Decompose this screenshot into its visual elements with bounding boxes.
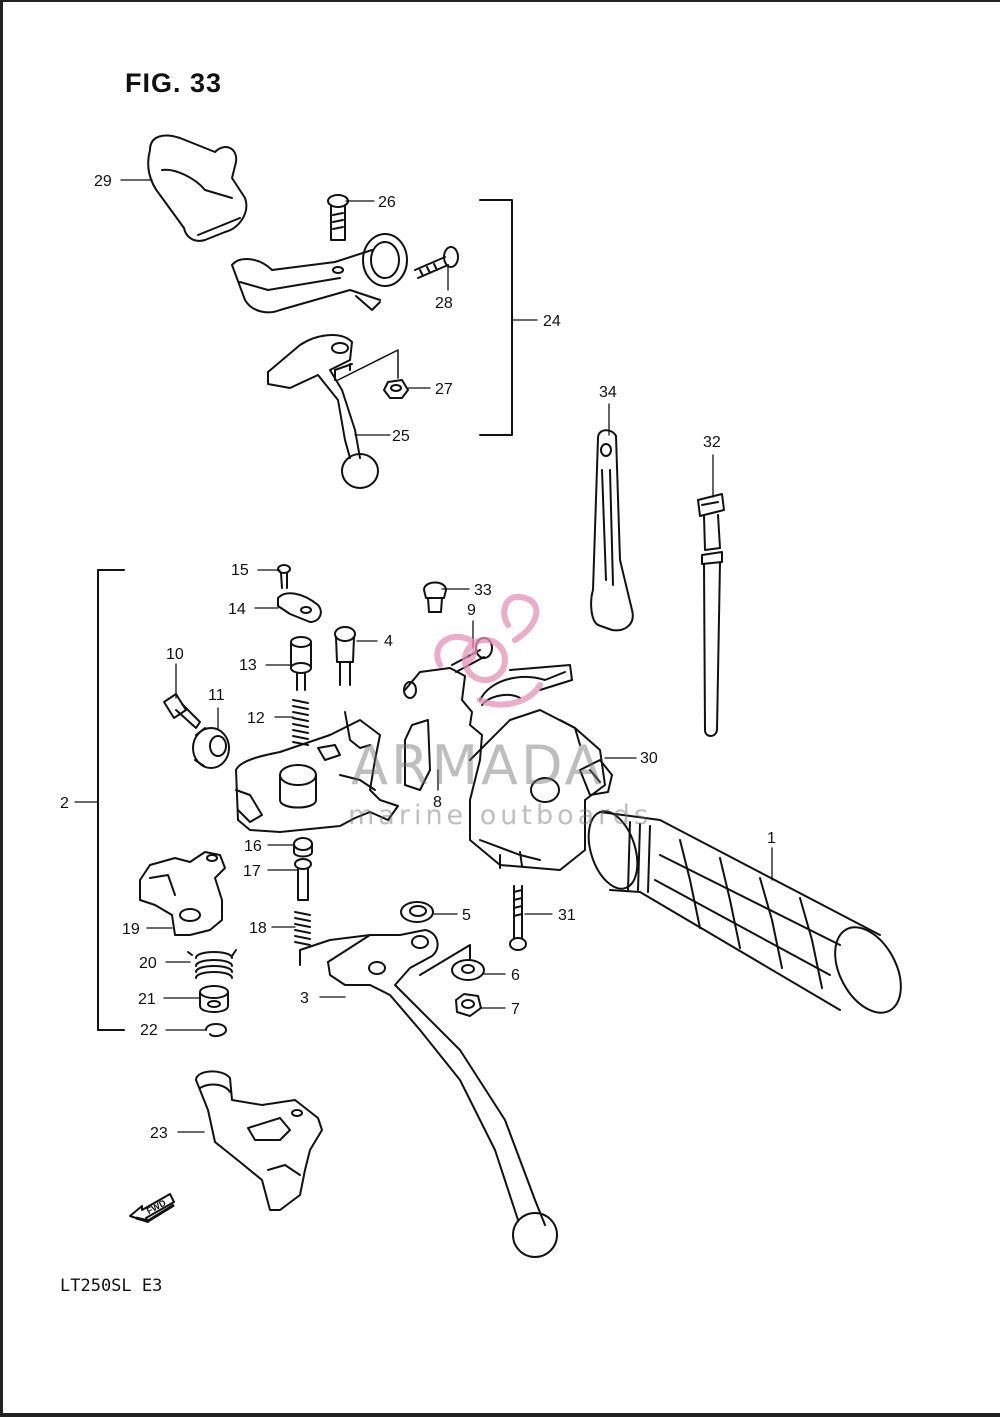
part-4-bolt xyxy=(334,626,356,686)
callout-2: 2 xyxy=(60,795,69,812)
callout-16: 16 xyxy=(244,838,262,855)
figure-title: FIG. 33 xyxy=(125,68,223,98)
part-1-grip xyxy=(587,810,902,1014)
callout-13: 13 xyxy=(239,657,257,674)
part-30-collar xyxy=(579,759,613,796)
part-28-bolt xyxy=(414,246,459,279)
part-12-spring xyxy=(292,699,309,746)
callout-5: 5 xyxy=(462,907,471,924)
callout-29: 29 xyxy=(94,173,112,190)
part-17-pin xyxy=(294,858,312,901)
leader-lines xyxy=(74,179,773,1133)
part-34-strap xyxy=(590,429,634,632)
part-3-lever xyxy=(299,929,558,1258)
callout-11: 11 xyxy=(208,687,225,704)
callout-20: 20 xyxy=(139,955,157,972)
part-10-adjuster xyxy=(163,693,201,729)
part-21-bushing xyxy=(199,985,229,1013)
page-border-bottom xyxy=(0,1413,1000,1417)
callout-10: 10 xyxy=(166,646,184,663)
part-25-lever xyxy=(267,334,379,489)
callout-30: 30 xyxy=(640,750,658,767)
part-5-washer xyxy=(400,901,434,923)
bracket-group-2 xyxy=(97,569,125,1031)
callout-23: 23 xyxy=(150,1125,168,1142)
callout-4: 4 xyxy=(384,633,393,650)
page-border-top xyxy=(0,0,1000,2)
part-15-screw xyxy=(277,564,291,589)
callout-22: 22 xyxy=(140,1022,158,1039)
callout-18: 18 xyxy=(249,920,267,937)
callout-12: 12 xyxy=(247,710,265,727)
part-6-washer xyxy=(451,959,485,981)
callout-15: 15 xyxy=(231,562,249,579)
callout-6: 6 xyxy=(511,967,520,984)
part-11-nut xyxy=(192,727,230,769)
bracket-group-24 xyxy=(479,199,513,436)
callout-9: 9 xyxy=(467,602,476,619)
part-26-bolt xyxy=(327,194,349,241)
callout-31: 31 xyxy=(558,907,576,924)
part-31-screw xyxy=(509,885,527,951)
part-13-pivot xyxy=(290,636,312,691)
fwd-arrow-icon: FWD xyxy=(129,1193,175,1223)
watermark-tagline: marine outboards xyxy=(348,800,653,831)
part-8-housing xyxy=(403,664,606,871)
callout-28: 28 xyxy=(435,295,453,312)
callout-33: 33 xyxy=(474,582,492,599)
callout-34: 34 xyxy=(599,384,617,401)
part-32-cable-tie xyxy=(697,493,725,737)
armada-logo-icon xyxy=(434,593,543,708)
part-33-screw xyxy=(423,581,447,613)
part-22-clip xyxy=(205,1023,227,1038)
part-7-nut xyxy=(455,993,482,1017)
part-16-cap xyxy=(293,837,313,858)
watermark-brand: ARMADA xyxy=(351,734,605,797)
part-23-cover xyxy=(195,1070,323,1211)
callout-26: 26 xyxy=(378,194,396,211)
callout-25: 25 xyxy=(392,428,410,445)
callout-27: 27 xyxy=(435,381,453,398)
callout-17: 17 xyxy=(243,863,261,880)
part-14-plate xyxy=(277,592,322,623)
callout-14: 14 xyxy=(228,601,246,618)
model-code: LT250SL E3 xyxy=(60,1276,163,1296)
part-27-leader-bracket xyxy=(337,349,399,381)
part-19-switch xyxy=(139,851,226,936)
part-20-spring xyxy=(187,949,237,979)
callout-8: 8 xyxy=(433,794,442,811)
callout-21: 21 xyxy=(138,991,156,1008)
part-18-spring xyxy=(294,911,311,946)
part-29-boot xyxy=(147,134,248,242)
part-24-holder xyxy=(231,233,408,314)
callout-19: 19 xyxy=(122,921,140,938)
callout-24: 24 xyxy=(543,313,561,330)
page-border-left xyxy=(0,0,3,1417)
callout-1: 1 xyxy=(767,830,776,847)
callout-7: 7 xyxy=(511,1001,520,1018)
part-2-bracket-body xyxy=(235,711,399,833)
part-27-nut xyxy=(383,379,409,399)
callout-32: 32 xyxy=(703,434,721,451)
callout-3: 3 xyxy=(300,990,309,1007)
